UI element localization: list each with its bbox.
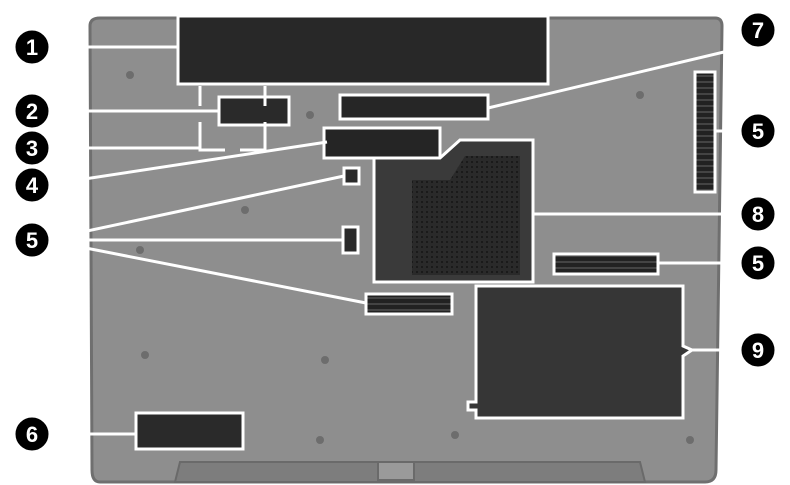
- callout-label: 5: [752, 251, 764, 276]
- callout-label: 9: [752, 338, 764, 363]
- callout-label: 4: [26, 173, 39, 198]
- vent-small-tall: [341, 225, 360, 255]
- docking-connector: [338, 93, 490, 121]
- battery-bay: [176, 14, 550, 86]
- vent-right-vertical: [693, 70, 717, 194]
- vent-horizontal-right: [552, 252, 660, 276]
- callout-9: 9: [738, 330, 778, 370]
- callout-label: 6: [26, 422, 38, 447]
- callout-label: 2: [26, 99, 38, 124]
- callout-7: 7: [738, 10, 778, 50]
- callout-5-left: 5: [12, 220, 52, 260]
- callout-5-right-top: 5: [738, 111, 778, 151]
- callout-3: 3: [12, 128, 52, 168]
- memory-grille: [412, 156, 520, 275]
- callout-label: 8: [752, 202, 764, 227]
- callout-label: 1: [26, 35, 38, 60]
- speaker: [134, 411, 245, 451]
- callout-label: 7: [752, 18, 764, 43]
- vent-small-square: [342, 166, 361, 186]
- callout-8: 8: [738, 194, 778, 234]
- callout-4: 4: [12, 165, 52, 205]
- callout-label: 5: [752, 119, 764, 144]
- callout-label: 3: [26, 136, 38, 161]
- callout-6: 6: [12, 414, 52, 454]
- vent-horizontal-center: [364, 292, 454, 316]
- front-latch: [377, 461, 415, 481]
- sim-slot: [322, 126, 442, 160]
- battery-release-latch: [217, 95, 291, 127]
- callout-label: 5: [26, 228, 38, 253]
- callout-1: 1: [12, 27, 52, 67]
- leader-lines: [44, 45, 746, 436]
- callout-2: 2: [12, 91, 52, 131]
- hard-drive-bay: [466, 284, 696, 420]
- callout-5-right-bottom: 5: [738, 243, 778, 283]
